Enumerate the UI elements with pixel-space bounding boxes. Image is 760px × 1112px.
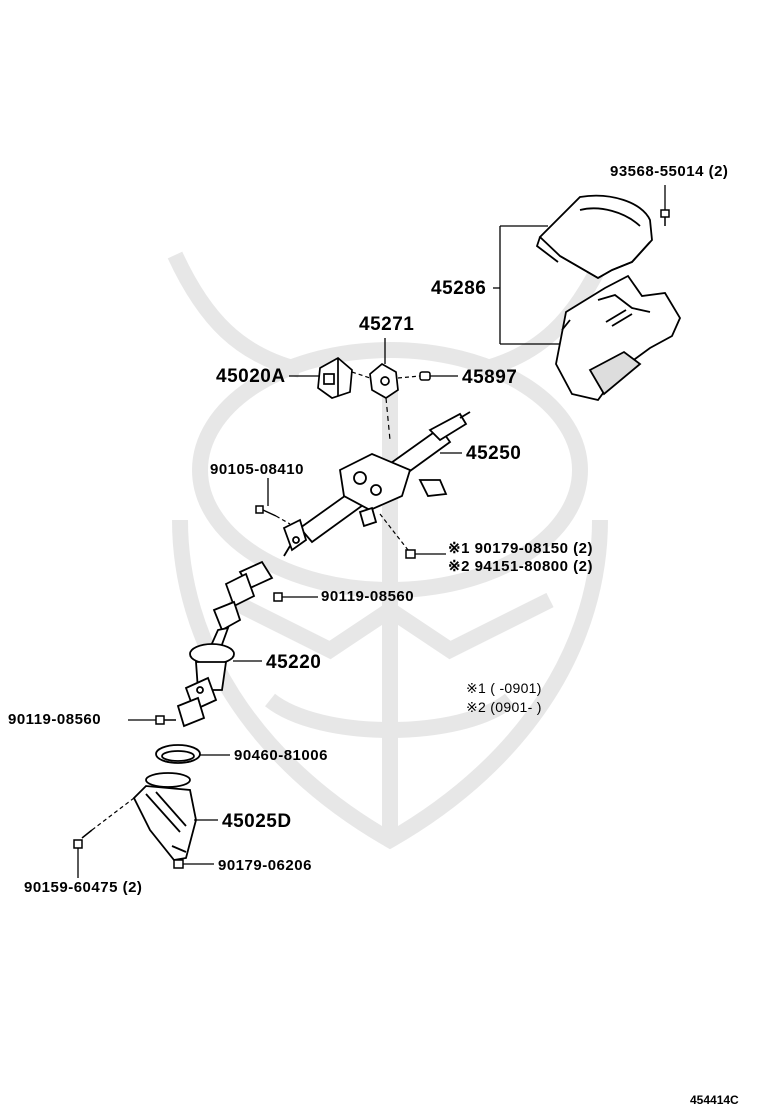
label-45897: 45897 [462, 367, 518, 388]
label-93568-55014: 93568-55014 (2) [610, 163, 729, 180]
column-cover-lower [555, 274, 682, 402]
column-cover-upper [535, 194, 653, 280]
figure-id: 454414C [690, 1093, 739, 1107]
label-90119-08560-upper: 90119-08560 [321, 588, 415, 605]
bracket-45286 [493, 225, 560, 345]
label-90460-81006: 90460-81006 [234, 747, 328, 764]
intermediate-shaft-45220 [176, 560, 274, 728]
label-294151-80800: ※2 94151-80800 (2) [448, 558, 593, 575]
note-1: ※1 ( -0901) [466, 680, 542, 696]
clamp-ring-90460 [155, 744, 201, 764]
bolt-90119-upper [273, 592, 283, 602]
boot-45025d [132, 772, 197, 861]
bolt-90119-lower [155, 715, 176, 725]
label-45250: 45250 [466, 443, 522, 464]
bolt-90105 [255, 505, 277, 517]
screw-93568 [660, 209, 670, 226]
label-45025d: 45025D [222, 811, 292, 832]
part-45897 [419, 371, 431, 381]
steering-column-45250 [282, 411, 471, 557]
label-45220: 45220 [266, 652, 322, 673]
label-45271: 45271 [359, 314, 415, 335]
clip-90179-06206 [173, 859, 184, 869]
label-45286: 45286 [431, 278, 487, 299]
screw-90159 [73, 829, 93, 849]
part-45020a [317, 356, 353, 399]
label-90179-08150: ※1 90179-08150 (2) [448, 540, 593, 557]
watermark [167, 251, 613, 850]
part-45271 [369, 362, 399, 399]
label-45020a: 45020A [216, 366, 286, 387]
label-90119-08560-lower: 90119-08560 [8, 711, 102, 728]
label-90179-06206: 90179-06206 [218, 857, 312, 874]
nut-90179-08150 [405, 549, 416, 559]
label-90159-60475: 90159-60475 (2) [24, 879, 143, 896]
note-2: ※2 (0901- ) [466, 699, 542, 715]
label-90105-08410: 90105-08410 [210, 461, 304, 478]
